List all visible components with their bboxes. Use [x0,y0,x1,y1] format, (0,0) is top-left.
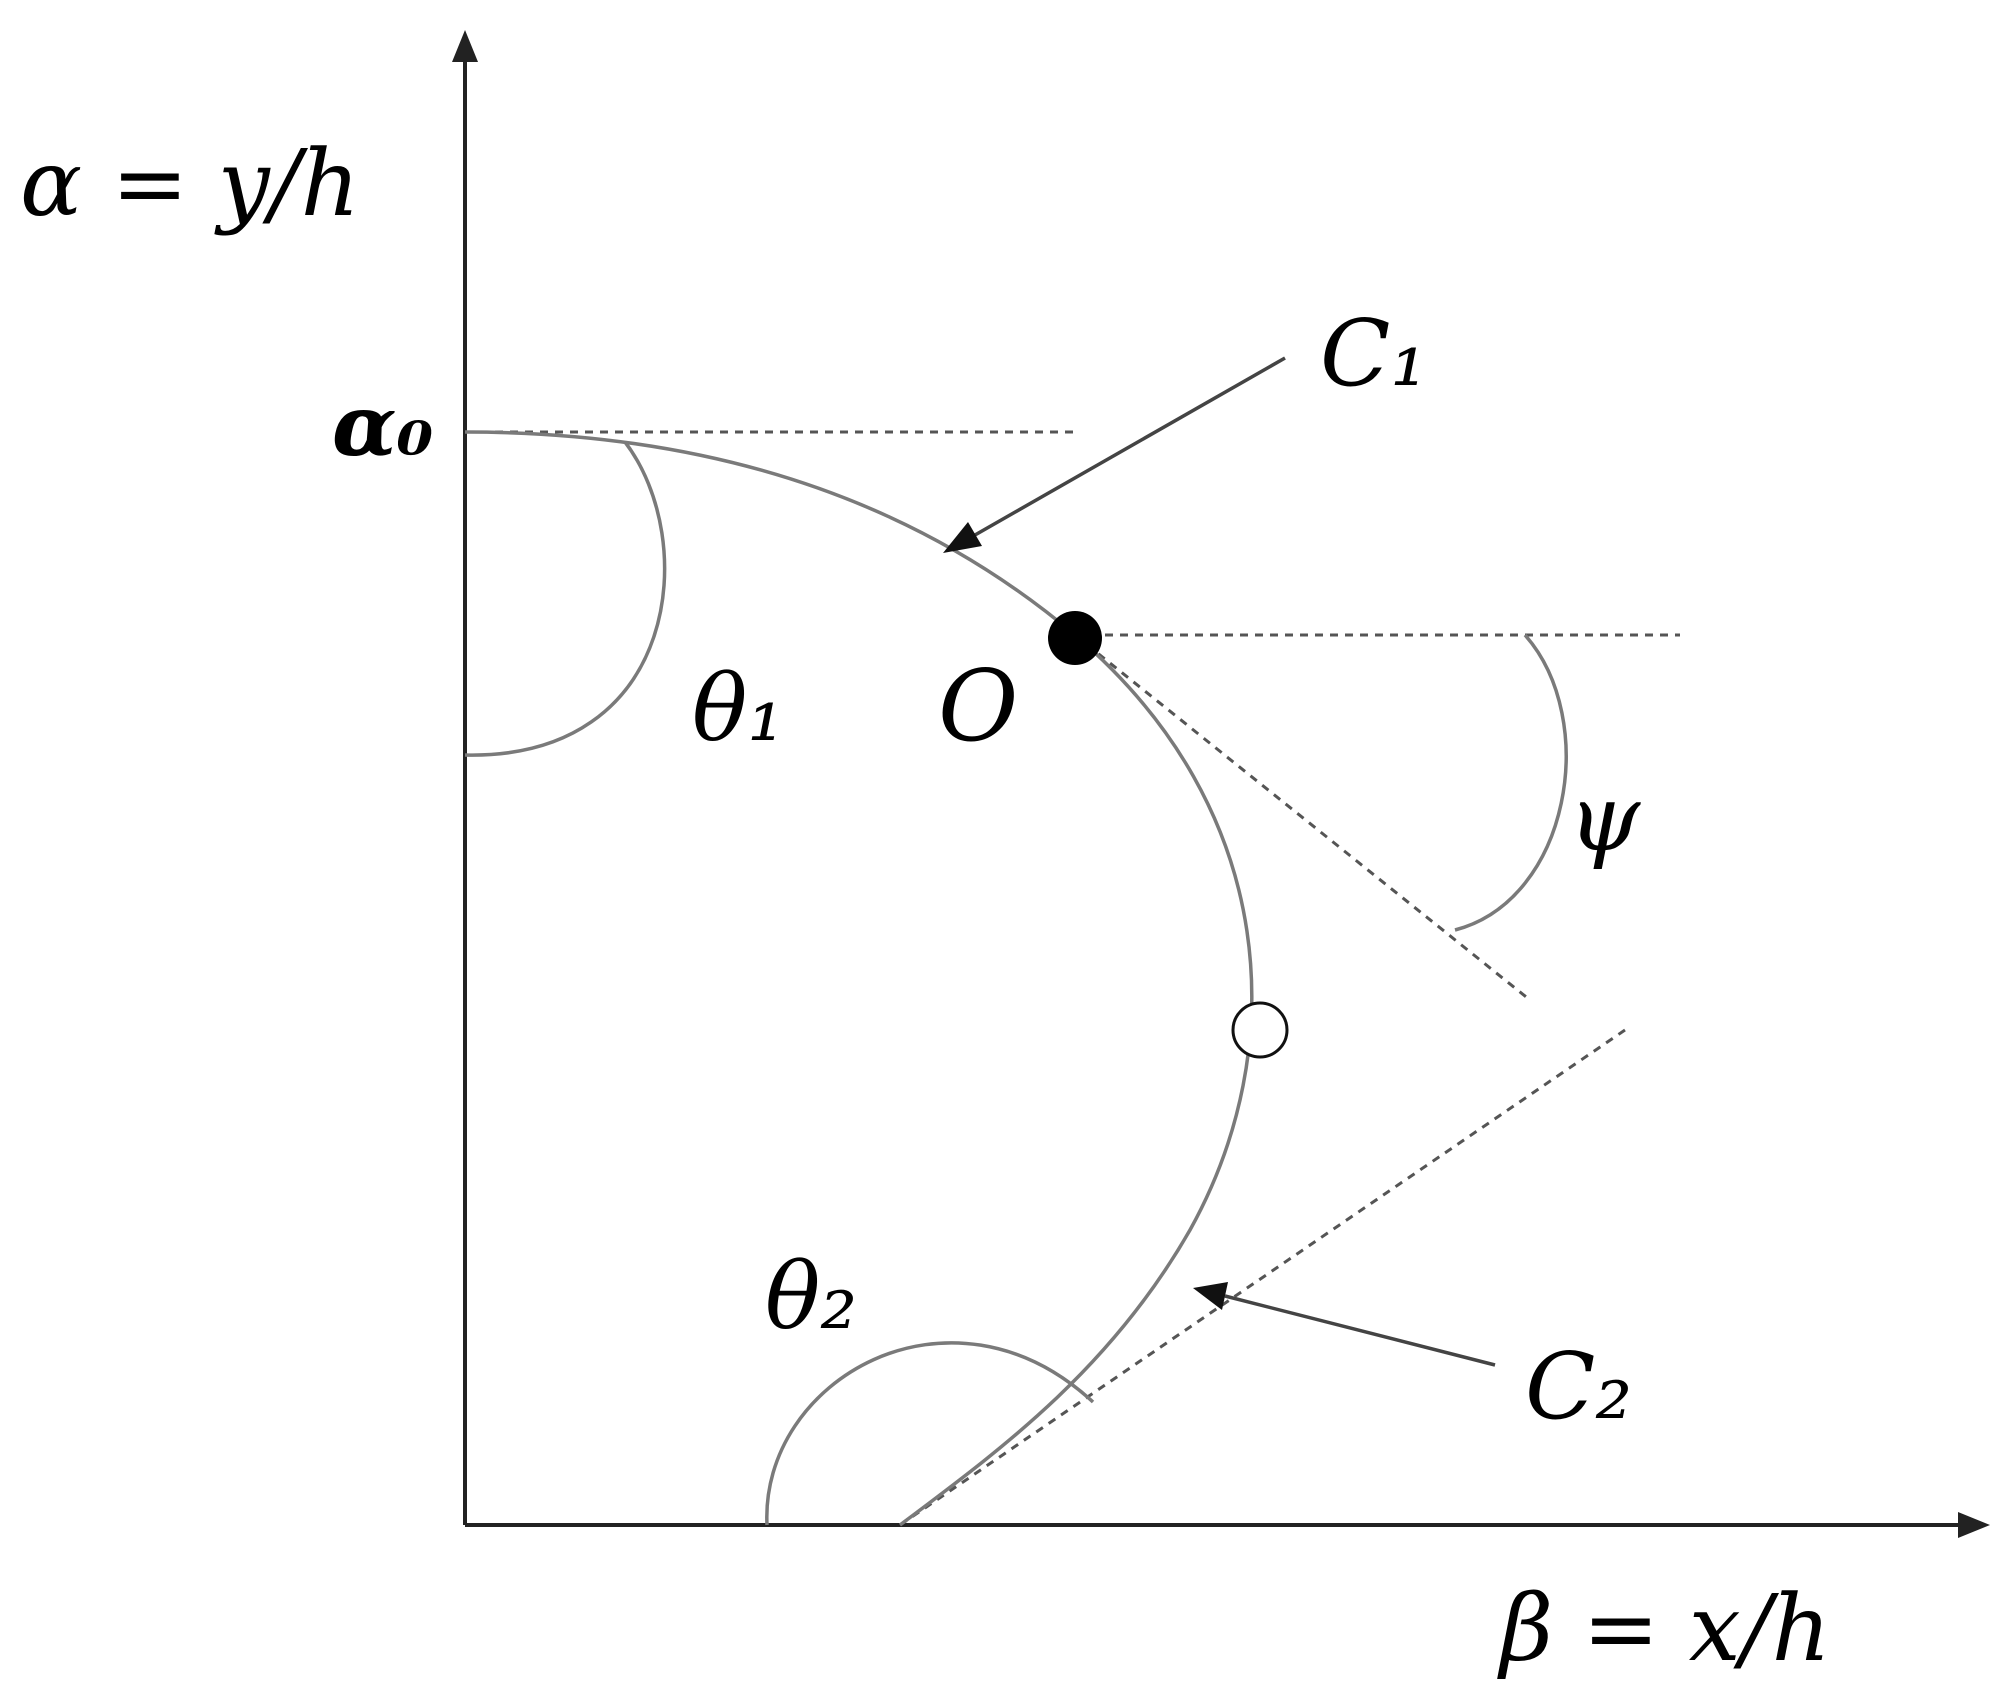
x-axis-arrowhead [1958,1512,1990,1538]
tangent-at-base-dashed-line [899,1028,1626,1527]
c1-label: C₁ [1320,300,1427,407]
c1-pointer-line [974,356,1286,537]
point-o-filled-dot [1048,611,1102,665]
c2-label: C₂ [1525,1333,1632,1440]
theta1-label: θ₁ [692,655,784,762]
y-axis-arrowhead [452,30,478,62]
main-curve [464,430,1254,1527]
theta2-angle-arc [765,1341,1095,1526]
theta2-label: θ₂ [765,1243,857,1350]
c2-pointer-line [1224,1294,1496,1367]
c1-pointer-arrowhead [943,522,982,553]
psi-angle-arc [1454,633,1568,932]
theta1-angle-arc [464,440,667,757]
x-axis-label: β = x/h [1497,1575,1831,1682]
point-o-label: O [938,650,1018,764]
tangent-at-o-dashed-line [1074,633,1531,1002]
open-circle-point [1231,1001,1289,1059]
psi-label: ψ [1568,765,1641,872]
c2-pointer-arrowhead [1193,1282,1228,1310]
alpha0-label: α₀ [332,376,433,475]
y-axis-label: α = y/h [20,130,360,237]
